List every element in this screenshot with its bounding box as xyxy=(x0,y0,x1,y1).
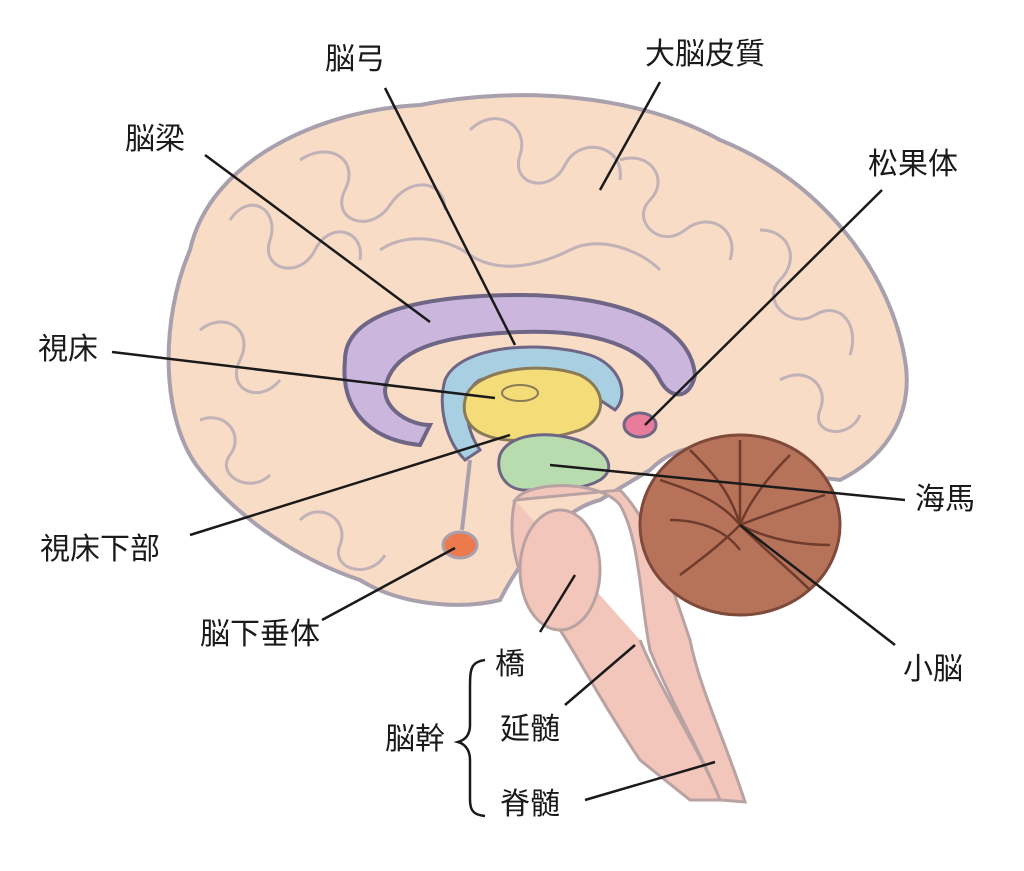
leader-lines xyxy=(111,81,906,818)
label-fornix: 脳弓 xyxy=(325,42,385,77)
label-medulla-oblongata: 延髄 xyxy=(500,712,560,747)
pituitary-stalk xyxy=(460,459,472,531)
label-cerebellum: 小脳 xyxy=(903,652,963,687)
label-pituitary-gland: 脳下垂体 xyxy=(200,617,320,652)
leader-pituitary xyxy=(321,546,456,622)
leader-fornix xyxy=(383,87,517,346)
label-spinal-cord: 脊髄 xyxy=(500,787,560,822)
leader-hypothalamus xyxy=(189,433,511,537)
brainstem-brace xyxy=(453,658,486,818)
label-cerebral-cortex: 大脳皮質 xyxy=(645,37,765,72)
label-pineal-body: 松果体 xyxy=(868,147,958,182)
leader-cortex xyxy=(598,81,662,191)
leader-spinal xyxy=(584,760,716,802)
leader-callosum xyxy=(204,153,431,324)
leader-pons xyxy=(538,574,577,633)
hippocampus xyxy=(497,433,611,492)
thalamus xyxy=(462,366,603,442)
leader-cerebellum xyxy=(739,524,896,646)
label-hypothalamus: 視床下部 xyxy=(40,532,160,567)
corpus-callosum xyxy=(342,292,698,448)
massa-intermedia xyxy=(501,384,539,402)
label-pons: 橋 xyxy=(495,647,525,682)
pineal-body xyxy=(622,411,658,439)
leader-pineal xyxy=(644,189,883,426)
pons xyxy=(518,508,602,632)
leader-thalamus xyxy=(111,350,496,400)
pituitary-gland xyxy=(441,530,479,560)
label-corpus-callosum: 脳梁 xyxy=(125,122,185,157)
label-brainstem: 脳幹 xyxy=(385,722,445,757)
label-thalamus: 視床 xyxy=(38,332,98,367)
label-hippocampus: 海馬 xyxy=(915,482,975,517)
leader-medulla xyxy=(564,644,636,706)
gyri-pattern xyxy=(199,117,862,571)
leader-hippocampus xyxy=(549,463,906,502)
